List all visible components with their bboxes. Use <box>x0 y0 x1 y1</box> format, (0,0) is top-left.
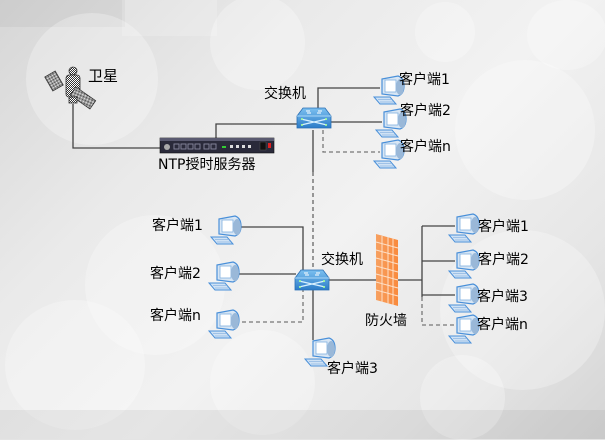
right-client2-computer-icon <box>448 249 480 279</box>
bg-shape <box>0 410 605 439</box>
bg-circle <box>420 355 505 440</box>
bg-circle <box>5 300 145 430</box>
lower-left-client1-label: 客户端1 <box>152 218 203 234</box>
connection-lines <box>72 87 455 340</box>
ntp-server-label: NTP授时服务器 <box>158 157 256 173</box>
bg-circle <box>527 0 605 70</box>
right-client1-computer-icon <box>448 213 480 243</box>
firewall-icon <box>375 234 399 306</box>
right-clientn-label: 客户端n <box>477 317 528 333</box>
right-client3-label: 客户端3 <box>477 289 528 305</box>
bg-shape <box>122 0 217 36</box>
bg-circle <box>415 2 475 62</box>
lower-left-client1-computer-icon <box>210 215 242 245</box>
lower-client3-label: 客户端3 <box>327 361 378 377</box>
bg-circle <box>85 215 225 355</box>
upper-switch-icon <box>296 107 332 129</box>
right-clientn-computer-icon <box>448 314 480 344</box>
lower-switch-icon <box>294 269 330 291</box>
upper-switch-label: 交换机 <box>264 86 306 102</box>
upper-clientn-link <box>322 130 380 153</box>
lower-left-client1-link <box>236 226 304 270</box>
satellite-label: 卫星 <box>88 67 119 85</box>
bg-circle <box>210 330 315 435</box>
satellite-server-link <box>72 104 162 149</box>
upper-client1-label: 客户端1 <box>399 72 450 88</box>
server-switch-link <box>215 123 300 138</box>
right-client3-computer-icon <box>448 283 480 313</box>
bg-circle <box>210 0 305 90</box>
right-clientn-link <box>421 297 455 326</box>
lower-left-client2-label: 客户端2 <box>150 266 201 282</box>
right-client1-label: 客户端1 <box>478 219 529 235</box>
lower-left-clientn-link <box>235 290 304 323</box>
upper-clientn-label: 客户端n <box>400 139 451 155</box>
firewall-label: 防火墙 <box>365 313 407 329</box>
lower-left-clientn-computer-icon <box>208 309 240 339</box>
bg-shape <box>0 0 125 27</box>
lower-left-clientn-label: 客户端n <box>150 308 201 324</box>
right-client2-label: 客户端2 <box>478 252 529 268</box>
rack-server-icon <box>159 137 275 154</box>
lower-left-client2-computer-icon <box>208 261 240 291</box>
lower-switch-label: 交换机 <box>321 252 363 268</box>
bg-circle <box>455 60 595 200</box>
upper-client2-label: 客户端2 <box>400 103 451 119</box>
satellite-icon <box>44 66 97 110</box>
upper-client1-link <box>317 87 380 110</box>
